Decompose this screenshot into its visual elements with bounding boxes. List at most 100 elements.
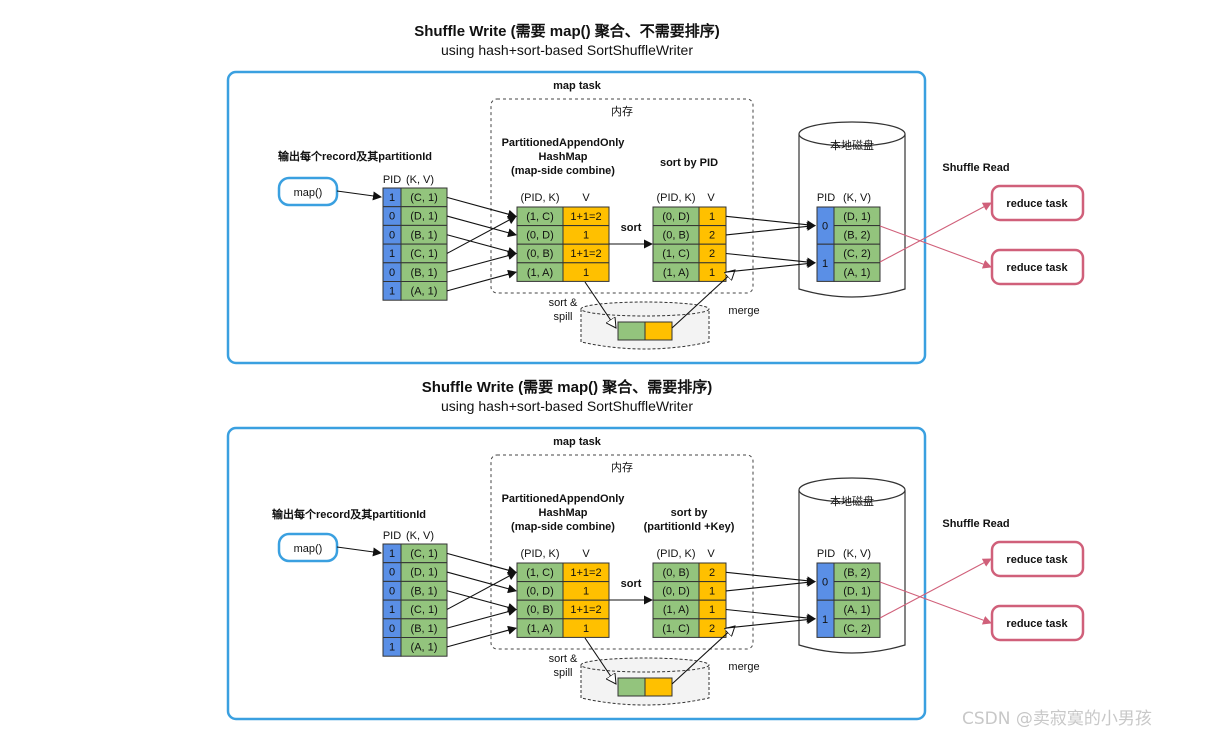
hashmap-key-value: (1, A) (527, 623, 553, 635)
spill-value-cell (644, 677, 673, 697)
output-record-label: 输出每个record及其partitionId (272, 507, 426, 521)
hashmap-header-v: V (582, 192, 590, 204)
spill-label: spill (554, 667, 573, 679)
sorted-key-value: (0, D) (662, 211, 690, 223)
input-header-pid: PID (383, 174, 401, 186)
memory-box (490, 98, 754, 294)
hashmap-header-key: (PID, K) (520, 548, 559, 560)
merge-arrow (671, 626, 735, 685)
input-kv-value: (B, 1) (411, 585, 438, 597)
sorted-to-disk-arrow (725, 608, 816, 623)
sorted-key-value: (0, D) (662, 586, 690, 598)
hashmap-header-v: V (582, 548, 590, 560)
local-disk-label: 本地磁盘 (830, 138, 874, 152)
disk-header-kv: (K, V) (843, 548, 871, 560)
hashmap-key-value: (1, A) (527, 267, 553, 279)
record-to-hashmap-arrow (446, 590, 517, 612)
hashmap-title-line: (map-side combine) (511, 521, 615, 533)
sorted-value-value: 2 (709, 248, 715, 260)
spill-key-cell (617, 321, 646, 341)
input-pid-value: 1 (389, 248, 395, 260)
shuffle-read-label: Shuffle Read (942, 162, 1009, 174)
spill-label: sort & (549, 297, 578, 309)
input-header-kv: (K, V) (406, 530, 434, 542)
merge-label: merge (728, 305, 759, 317)
spill-key-cell (617, 677, 646, 697)
hashmap-title-line: PartitionedAppendOnly (502, 493, 626, 505)
record-to-hashmap-arrow (446, 571, 517, 594)
input-kv-value: (B, 1) (411, 623, 438, 635)
map-function-label: map() (294, 187, 323, 199)
reduce-task-box (990, 604, 1085, 642)
input-kv-value: (C, 1) (410, 248, 438, 260)
shuffle-read-arrow (879, 581, 992, 625)
hashmap-key-value: (0, D) (526, 586, 554, 598)
hashmap-value-value: 1+1=2 (570, 211, 601, 223)
sorted-value-value: 2 (709, 623, 715, 635)
sorted-header-v: V (707, 192, 715, 204)
local-disk-top (798, 477, 906, 503)
spill-arrow (584, 281, 616, 328)
input-kv-value: (A, 1) (411, 642, 438, 654)
panel-title: Shuffle Write (需要 map() 聚合、不需要排序) (414, 22, 720, 40)
hashmap-title-line: HashMap (539, 151, 588, 163)
hashmap-value-value: 1+1=2 (570, 567, 601, 579)
input-kv-value: (D, 1) (410, 567, 438, 579)
local-disk-label: 本地磁盘 (830, 494, 874, 508)
disk-pid-value: 1 (822, 614, 828, 626)
sorted-title-line: sort by (671, 507, 709, 519)
disk-kv-value: (C, 2) (843, 248, 871, 260)
hashmap-value-cell (562, 618, 610, 638)
shuffle-panel: Shuffle Write (需要 map() 聚合、不需要排序) using h… (226, 22, 1085, 365)
record-to-hashmap-arrow (446, 552, 517, 575)
record-to-hashmap-arrow (446, 215, 517, 238)
record-to-hashmap-arrow (446, 269, 517, 292)
disk-pid-value: 0 (822, 577, 828, 589)
disk-kv-value: (B, 2) (844, 230, 871, 242)
input-kv-value: (C, 1) (410, 604, 438, 616)
shuffle-read-label: Shuffle Read (942, 518, 1009, 530)
map-function-label: map() (294, 543, 323, 555)
input-pid-value: 1 (389, 192, 395, 204)
sorted-to-disk-arrow (725, 252, 816, 267)
map-output-arrow (336, 190, 382, 201)
map-task-label: map task (553, 80, 602, 92)
disk-kv-value: (A, 1) (844, 604, 871, 616)
spill-label: sort & (549, 653, 578, 665)
panel-subtitle: using hash+sort-based SortShuffleWriter (441, 42, 693, 58)
spill-disk-top (580, 657, 710, 673)
disk-pid-value: 1 (822, 258, 828, 270)
input-pid-value: 1 (389, 286, 395, 298)
spill-label: spill (554, 311, 573, 323)
sorted-title-line: (partitionId +Key) (644, 521, 735, 533)
record-to-hashmap-arrow (446, 196, 517, 219)
record-to-hashmap-arrow (446, 571, 517, 610)
hashmap-value-value: 1+1=2 (570, 248, 601, 260)
disk-kv-value: (A, 1) (844, 267, 871, 279)
map-task-frame (226, 426, 927, 721)
local-disk-top (798, 121, 906, 147)
sorted-value-value: 1 (709, 211, 715, 223)
sorted-to-disk-arrow (725, 615, 816, 629)
input-pid-value: 0 (389, 567, 395, 579)
sorted-key-value: (1, C) (662, 623, 690, 635)
shuffle-read-arrow (879, 225, 992, 269)
input-kv-value: (C, 1) (410, 192, 438, 204)
spill-arrow (584, 637, 616, 684)
shuffle-read-arrow (879, 202, 992, 263)
spill-value-cell (644, 321, 673, 341)
sorted-key-value: (1, C) (662, 248, 690, 260)
input-pid-value: 0 (389, 211, 395, 223)
merge-arrow (671, 270, 735, 329)
input-pid-value: 1 (389, 642, 395, 654)
sorted-to-disk-arrow (725, 215, 816, 230)
sorted-to-disk-arrow (725, 571, 816, 586)
input-kv-value: (B, 1) (411, 267, 438, 279)
hashmap-value-value: 1 (583, 623, 589, 635)
sorted-value-value: 1 (709, 267, 715, 279)
input-pid-value: 1 (389, 548, 395, 560)
sorted-header-v: V (707, 548, 715, 560)
hashmap-key-value: (1, C) (526, 211, 554, 223)
hashmap-value-value: 1 (583, 230, 589, 242)
